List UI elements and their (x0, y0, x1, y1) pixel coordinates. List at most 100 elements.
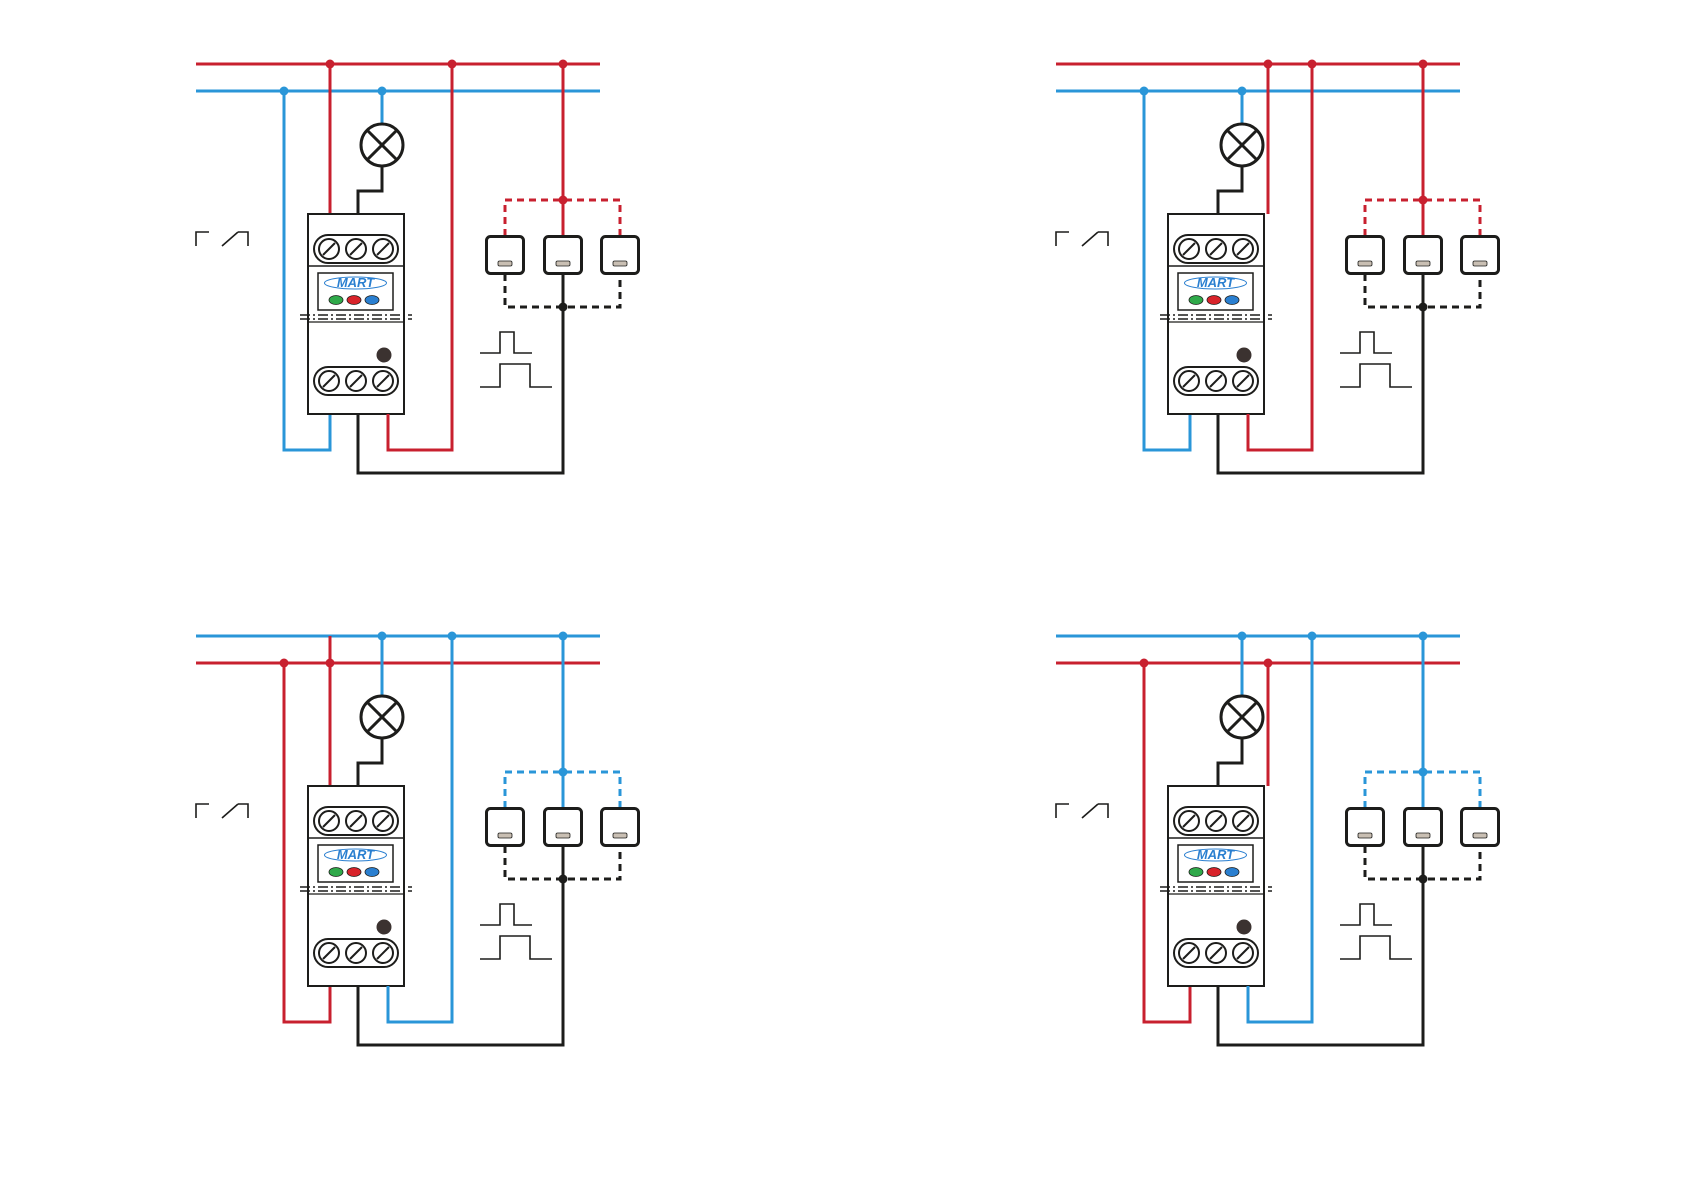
long-pulse (480, 364, 552, 387)
led-blue (1225, 868, 1239, 877)
led-red (347, 868, 361, 877)
device-front-panel: MART (1178, 845, 1253, 882)
junction-dot (559, 875, 568, 884)
led-green (1189, 868, 1203, 877)
screw-terminal-icon (1179, 239, 1199, 259)
screw-terminal-icon (1233, 943, 1253, 963)
junction-dot (448, 632, 457, 641)
push-button-icon (487, 809, 524, 846)
button-frame (487, 809, 524, 846)
contact-fixed (238, 804, 248, 818)
button-indicator (1358, 833, 1372, 838)
push-button-icon (602, 809, 639, 846)
button-indicator (498, 261, 512, 266)
push-button-icon (1405, 237, 1442, 274)
junction-dot (326, 60, 335, 69)
contact-fixed (196, 232, 209, 246)
lamp-icon (1221, 696, 1263, 738)
screw-terminal-icon (1179, 371, 1199, 391)
terminal-block (314, 807, 398, 835)
wiring-diagram-bottom-left: MART (196, 632, 639, 1046)
push-button-icon (1462, 237, 1499, 274)
junction-dot (1419, 875, 1428, 884)
junction-dot (280, 659, 289, 668)
junction-dot (1238, 632, 1247, 641)
screw-terminal-icon (346, 371, 366, 391)
button-indicator (613, 261, 627, 266)
relay-device: MART (1160, 786, 1272, 986)
button-indicator (1473, 261, 1487, 266)
terminal-block (1174, 235, 1258, 263)
setting-knob (377, 348, 392, 363)
junction-dot (1419, 303, 1428, 312)
button-frame (545, 809, 582, 846)
led-green (1189, 296, 1203, 305)
contact-symbol-icon (196, 232, 248, 246)
contact-symbol-icon (1056, 232, 1108, 246)
terminal-block (314, 235, 398, 263)
push-button-icon (602, 237, 639, 274)
junction-dot (1140, 87, 1149, 96)
relay-device: MART (300, 786, 412, 986)
screw-terminal-icon (373, 239, 393, 259)
setting-knob (1237, 348, 1252, 363)
screw-terminal-icon (1233, 239, 1253, 259)
push-button-icon (1462, 809, 1499, 846)
button-indicator (556, 833, 570, 838)
junction-dot (559, 60, 568, 69)
led-red (1207, 868, 1221, 877)
long-pulse (480, 936, 552, 959)
junction-dot (1140, 659, 1149, 668)
button-indicator (1358, 261, 1372, 266)
contact-symbol-icon (1056, 804, 1108, 818)
setting-knob (1237, 920, 1252, 935)
lamp-icon (1221, 124, 1263, 166)
screw-terminal-icon (319, 943, 339, 963)
screw-terminal-icon (373, 371, 393, 391)
screw-terminal-icon (1206, 371, 1226, 391)
screw-terminal-icon (346, 811, 366, 831)
button-indicator (1416, 261, 1430, 266)
button-frame (1405, 237, 1442, 274)
screw-terminal-icon (373, 811, 393, 831)
junction-dot (378, 87, 387, 96)
screw-terminal-icon (1179, 811, 1199, 831)
screw-terminal-icon (319, 811, 339, 831)
contact-fixed (238, 232, 248, 246)
pulse-icon (1340, 332, 1412, 387)
terminal-block (314, 939, 398, 967)
lamp-icon (361, 124, 403, 166)
junction-dot (1308, 60, 1317, 69)
junction-dot (326, 659, 335, 668)
device-front-panel: MART (1178, 273, 1253, 310)
long-pulse (1340, 936, 1412, 959)
contact-lever (1082, 804, 1098, 818)
button-indicator (613, 833, 627, 838)
junction-dot (448, 60, 457, 69)
screw-terminal-icon (346, 239, 366, 259)
lamp-to-relay-wire (358, 738, 382, 786)
screw-terminal-icon (319, 239, 339, 259)
screw-terminal-icon (1206, 811, 1226, 831)
screw-terminal-icon (1206, 943, 1226, 963)
lamp-to-relay-wire (1218, 166, 1242, 214)
junction-dot (1419, 60, 1428, 69)
led-green (329, 868, 343, 877)
push-button-icon (1347, 809, 1384, 846)
wiring-diagram-top-left: MART (196, 60, 639, 474)
screw-terminal-icon (346, 943, 366, 963)
contact-lever (222, 232, 238, 246)
contact-symbol-icon (196, 804, 248, 818)
button-indicator (498, 833, 512, 838)
contact-fixed (1056, 804, 1069, 818)
contact-lever (222, 804, 238, 818)
junction-dot (1308, 632, 1317, 641)
screw-terminal-icon (1179, 943, 1199, 963)
pulse-icon (1340, 904, 1412, 959)
setting-knob (377, 920, 392, 935)
device-front-panel: MART (318, 845, 393, 882)
screw-terminal-icon (1233, 371, 1253, 391)
led-blue (1225, 296, 1239, 305)
